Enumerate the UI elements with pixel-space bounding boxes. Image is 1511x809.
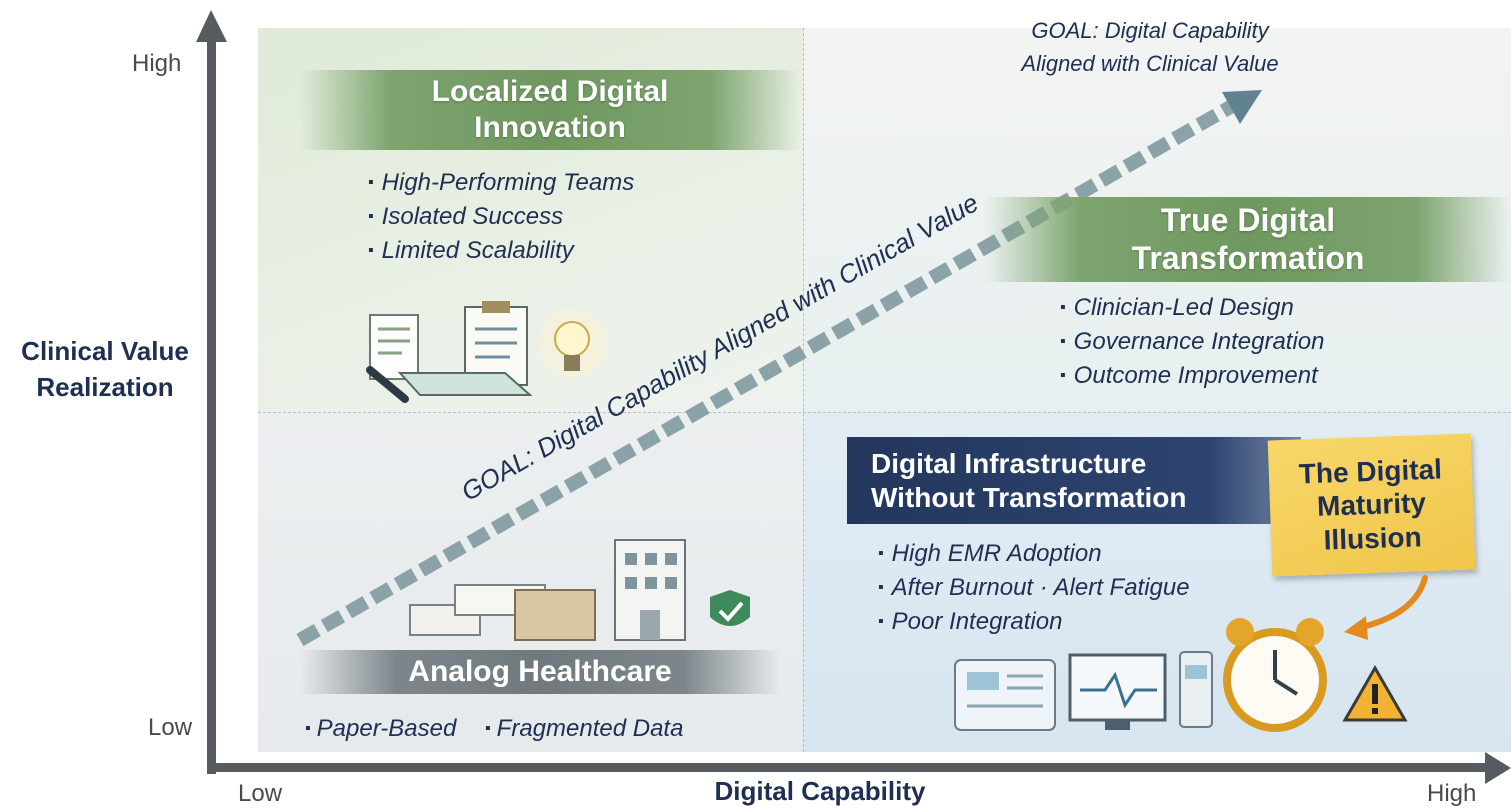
tablet-chart-icon [954, 659, 1056, 731]
list-item: Outcome Improvement [1060, 362, 1325, 390]
list-item: Clinician-Led Design [1060, 294, 1325, 322]
callout-line3: Illusion [1323, 521, 1423, 556]
goal-arrowhead [1222, 90, 1262, 124]
goal-arrow-line [296, 99, 1236, 647]
bottom-right-title-line2: Without Transformation [871, 481, 1187, 513]
goal-corner-line1: GOAL: Digital Capability [1031, 18, 1269, 43]
bottom-right-illustration [954, 618, 1408, 732]
lightbulb-icon [538, 309, 606, 377]
x-axis-title: Digital Capability [714, 776, 926, 806]
top-left-bullets: High-Performing Teams Isolated Success L… [368, 169, 635, 271]
shield-check-icon [710, 590, 750, 626]
y-axis-title: Clinical Value Realization [10, 333, 200, 405]
goal-corner-label: GOAL: Digital Capability Aligned with Cl… [960, 14, 1340, 80]
callout-line1: The Digital [1298, 453, 1443, 490]
bottom-left-title: Analog Healthcare [300, 650, 780, 694]
bottom-right-bullets: High EMR Adoption After Burnout · Alert … [878, 540, 1190, 642]
list-item: High-Performing Teams [368, 169, 635, 197]
device-icon [1179, 651, 1213, 728]
list-item: Limited Scalability [368, 237, 634, 265]
maturity-illusion-callout: The Digital Maturity Illusion [1267, 433, 1476, 577]
y-axis-low-label: Low [148, 714, 193, 741]
callout-line2: Maturity [1316, 487, 1427, 523]
pen-icon [366, 366, 409, 403]
goal-corner-line2: Aligned with Clinical Value [1021, 51, 1279, 76]
callout-arrow [1344, 575, 1428, 640]
top-left-title-line1: Localized Digital [431, 75, 669, 108]
vertical-divider [803, 28, 804, 752]
list-item: Poor Integration [878, 608, 1190, 636]
documents-icon [369, 314, 419, 380]
top-left-title: Localized Digital Innovation [300, 70, 800, 150]
list-item: Governance Integration [1060, 328, 1325, 356]
bottom-left-illustration [409, 539, 750, 641]
y-axis-arrowhead [196, 10, 227, 42]
y-axis-title-line2: Realization [36, 372, 174, 402]
alarm-clock-icon [1223, 618, 1327, 732]
bottom-right-title: Digital Infrastructure Without Transform… [847, 437, 1301, 525]
bottom-left-bullets: ▪Paper-Based ▪Fragmented Data [305, 715, 684, 742]
top-left-illustration [366, 301, 606, 403]
y-axis [196, 10, 227, 774]
quadrant-bottom-left-bg [258, 412, 803, 752]
warning-icon [1342, 664, 1408, 722]
list-item: Fragmented Data [496, 715, 684, 742]
y-axis-title-line1: Clinical Value [21, 336, 189, 366]
hospital-icon [614, 539, 686, 641]
list-item: Isolated Success [368, 203, 634, 231]
top-right-bullets: Clinician-Led Design Governance Integrat… [1060, 294, 1325, 396]
list-item: Paper-Based [316, 715, 457, 742]
list-item: After Burnout · Alert Fatigue [878, 574, 1190, 602]
top-right-title-line1: True Digital [1160, 202, 1336, 238]
top-left-title-line2: Innovation [474, 111, 626, 144]
top-right-title-line2: Transformation [1131, 240, 1365, 277]
x-axis-low-label: Low [238, 780, 283, 807]
x-axis-arrowhead [1485, 752, 1511, 784]
monitor-icon [1068, 653, 1167, 730]
horizontal-divider [258, 412, 1511, 413]
bottom-right-title-line1: Digital Infrastructure [871, 448, 1147, 479]
tablet-icon [397, 372, 533, 396]
list-item: High EMR Adoption [878, 540, 1190, 568]
y-axis-high-label: High [132, 50, 182, 77]
x-axis-high-label: High [1427, 780, 1477, 807]
folder-icon [514, 589, 596, 641]
x-axis [207, 752, 1511, 784]
top-right-title: True Digital Transformation [985, 197, 1511, 282]
